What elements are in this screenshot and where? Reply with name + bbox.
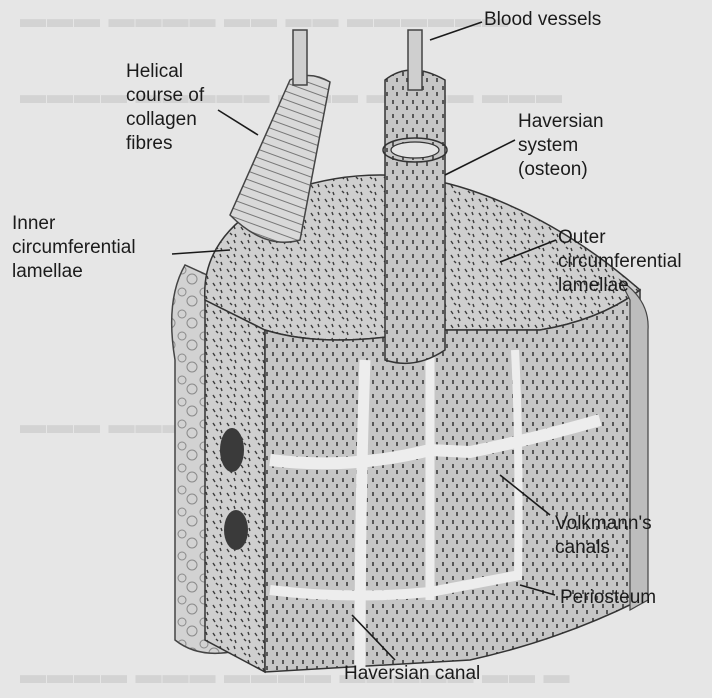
- label-haversian-system: Haversian system (osteon): [518, 110, 604, 182]
- left-cut-face: [205, 300, 265, 672]
- volkmann-canal: [515, 350, 519, 580]
- label-haversian-canal: Haversian canal: [344, 662, 480, 686]
- label-blood-vessels: Blood vessels: [484, 8, 601, 32]
- front-face: [265, 290, 640, 672]
- label-helical-collagen: Helical course of collagen fibres: [126, 60, 204, 156]
- label-inner-circumferential: Inner circumferential lamellae: [12, 212, 136, 284]
- label-periosteum: Periosteum: [560, 586, 656, 610]
- osteon-cylinder: [385, 70, 445, 363]
- label-outer-circumferential: Outer circumferential lamellae: [558, 226, 682, 298]
- blood-vessel-left: [293, 30, 307, 85]
- blood-vessel-osteon: [408, 30, 422, 90]
- osteocyte-lacuna: [224, 510, 248, 550]
- osteocyte-lacuna: [220, 428, 244, 472]
- leader-haversian-system: [445, 140, 515, 175]
- leader-blood-vessels: [430, 22, 482, 40]
- leader-helical: [218, 110, 258, 135]
- label-volkmann-canals: Volkmann's canals: [555, 512, 652, 560]
